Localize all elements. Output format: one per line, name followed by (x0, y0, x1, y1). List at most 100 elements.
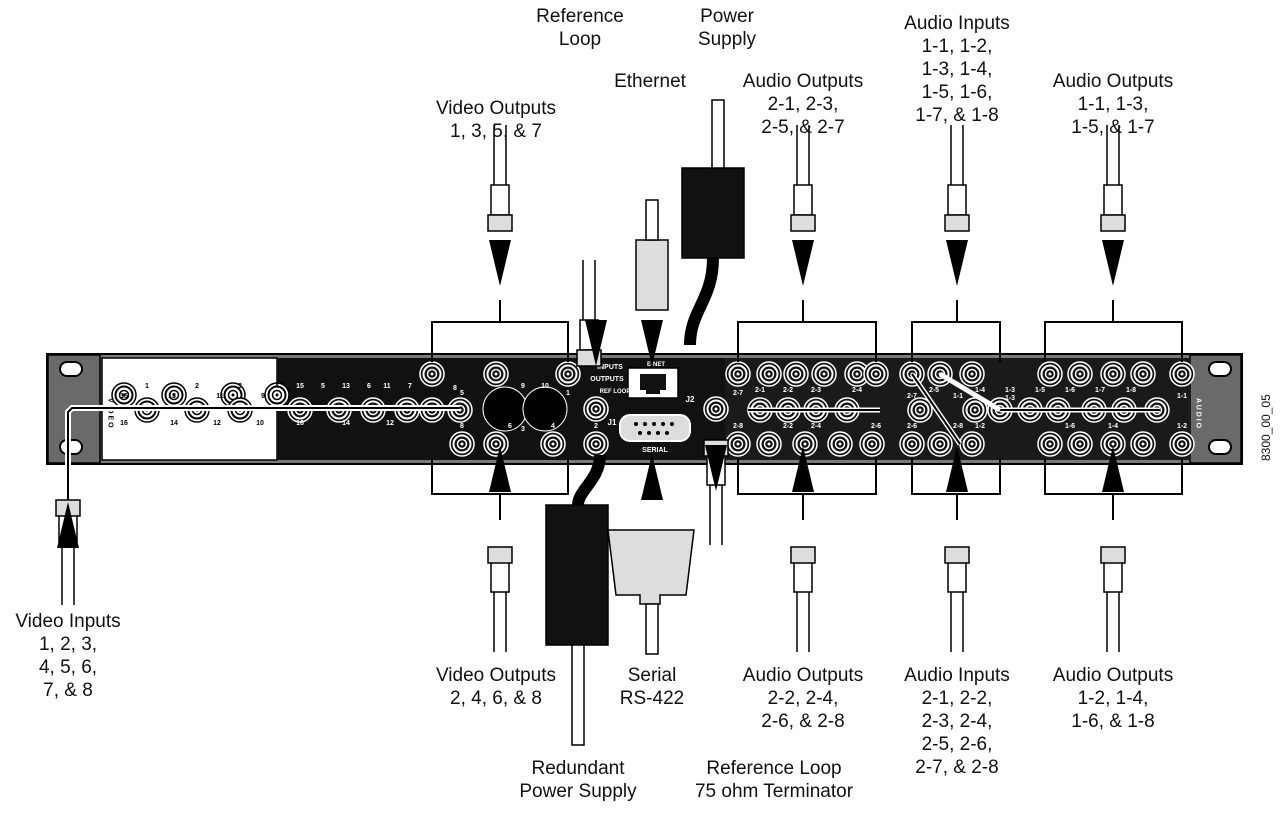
bnc-connector (583, 431, 609, 457)
arrow-up (1102, 446, 1124, 492)
connector-number: 2 (594, 423, 598, 430)
panel-label-outputs: OUTPUTS (590, 376, 624, 383)
bnc-connector (959, 431, 985, 457)
serial-plug-icon (607, 529, 695, 605)
connector-number: 1-2 (1177, 423, 1187, 430)
connector-number: 1-3 (1005, 395, 1015, 402)
connector-number: 16 (120, 420, 128, 427)
connector-number: 1 (145, 383, 149, 390)
bnc-connector (1037, 361, 1063, 387)
connector-number: 12 (386, 420, 394, 427)
arrow-up (489, 446, 511, 492)
connector-number: 2 (195, 383, 199, 390)
bnc-connector (907, 397, 933, 423)
ethernet-cable (645, 199, 659, 241)
video-input-bus-line (67, 407, 460, 548)
figure-id: 8300_00_05 (1259, 394, 1273, 461)
bnc-connector (962, 397, 988, 423)
rack-ear-hole (1208, 439, 1232, 455)
connector-number: 6 (367, 383, 371, 390)
bnc-connector (756, 361, 782, 387)
bnc-connector (583, 396, 609, 422)
connector-number: 2-1 (755, 387, 765, 394)
ethernet-plug-icon (635, 239, 669, 311)
rack-ear-hole (59, 361, 83, 377)
panel-label-enet: E-NET (647, 362, 665, 368)
connector-number: 1-7 (1095, 387, 1105, 394)
bracket-top (737, 321, 877, 362)
bnc-connector (927, 431, 953, 457)
power-cord (684, 257, 719, 346)
connector-number: 4 (275, 383, 279, 390)
bnc-connector (725, 431, 751, 457)
bnc-connector (1169, 361, 1195, 387)
connector-number: 10 (541, 383, 549, 390)
connector-number: 2-3 (811, 387, 821, 394)
cables (55, 99, 1126, 746)
bracket-bottom (737, 458, 877, 495)
connector-number: 13 (342, 383, 350, 390)
redundant-power-cable (571, 644, 585, 746)
bnc-plug-icon (1100, 546, 1126, 652)
connector-number: 1-6 (1065, 387, 1075, 394)
bnc-connector (827, 431, 853, 457)
connector-number: 8 (460, 423, 464, 430)
connector-number: 14 (342, 420, 350, 427)
connector-number: 1-6 (1065, 423, 1075, 430)
bnc-plug-icon (487, 546, 513, 652)
connector-number: 5 (321, 383, 325, 390)
connector-number: 11 (383, 383, 391, 390)
bnc-connector (111, 382, 137, 408)
connector-number: 3 (238, 383, 242, 390)
connector-number: 8 (453, 385, 457, 392)
bnc-connector (859, 431, 885, 457)
arrow-down (585, 320, 607, 366)
connector-number: 16 (296, 420, 304, 427)
panel-label-inputs: INPUTS (597, 364, 623, 371)
connector-number: 1-3 (1005, 387, 1015, 394)
panel-label-serial: SERIAL (642, 447, 668, 454)
bnc-connector (419, 361, 445, 387)
bnc-connector (449, 431, 475, 457)
connector-number: 1-1 (1177, 393, 1187, 400)
bnc-connector (792, 431, 818, 457)
arrow-up (57, 502, 79, 548)
bnc-connector (1130, 361, 1156, 387)
power-cable (711, 99, 725, 169)
audio-diag (938, 371, 1002, 413)
connector-number: 2-4 (852, 387, 862, 394)
connector-number: 12 (213, 420, 221, 427)
connector-number: 1-1 (953, 393, 963, 400)
bnc-plug-icon (487, 125, 513, 232)
bnc-connector (1169, 431, 1195, 457)
connector-number: 2-7 (733, 390, 743, 397)
connector-number: 7 (408, 383, 412, 390)
connector-number: 15 (296, 383, 304, 390)
bnc-plug-icon (944, 546, 970, 652)
connector-number: 2-4 (811, 423, 821, 430)
bracket-lines (65, 300, 1183, 548)
arrow-down (641, 320, 663, 366)
arrow-up (641, 454, 663, 500)
label-ethernet: Ethernet (614, 71, 686, 92)
bnc-connector (899, 431, 925, 457)
bnc-connector (161, 382, 187, 408)
connector-number: 1-5 (1035, 387, 1045, 394)
connector-number: 2-8 (953, 423, 963, 430)
connector-number: 9 (521, 383, 525, 390)
connector-number: 4 (551, 423, 555, 430)
serial-port (619, 414, 691, 442)
connector-number: 5 (460, 390, 464, 397)
arrow-down (705, 445, 727, 491)
bnc-connector (959, 361, 985, 387)
bnc-plug-icon (1100, 125, 1126, 232)
